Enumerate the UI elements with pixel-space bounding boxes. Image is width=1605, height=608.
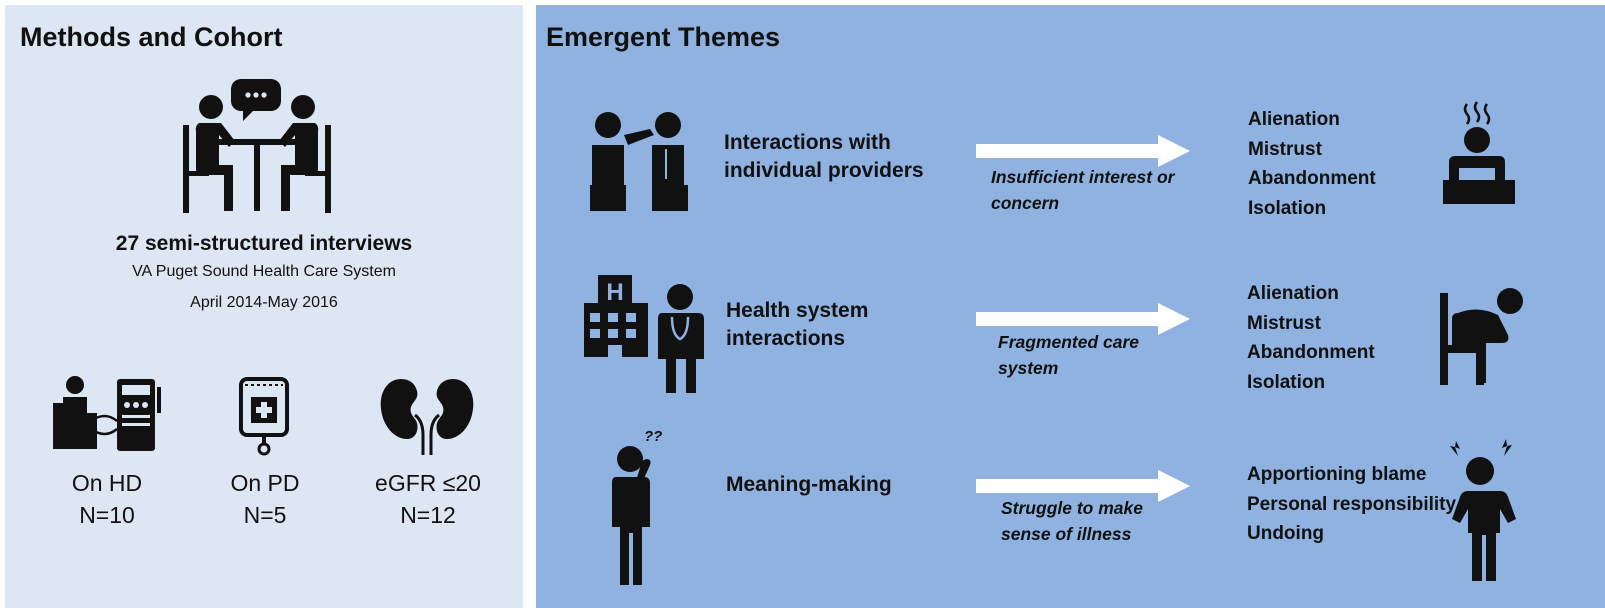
interviews-count: 27 semi-structured interviews: [115, 232, 413, 255]
theme-2-arrow: [976, 303, 1190, 335]
theme-3-outcomes: Apportioning blame Personal responsibili…: [1247, 460, 1456, 549]
hospital-doctor-icon: H: [584, 275, 704, 393]
outcome-item: Alienation: [1247, 283, 1339, 304]
hemodialysis-icon: [53, 376, 161, 451]
outcome-item: Undoing: [1247, 523, 1325, 544]
outcome-item: Alienation: [1248, 109, 1340, 130]
outcome-item: Personal responsibility: [1247, 493, 1457, 515]
group-egfr: eGFR ≤20 N=12: [353, 467, 503, 531]
outcome-item: Apportioning blame: [1247, 464, 1427, 485]
outcome-item: Abandonment: [1248, 168, 1376, 189]
group-egfr-label: eGFR ≤20: [375, 470, 481, 496]
theme-2-label: Health system interactions: [726, 299, 869, 350]
study-period: April 2014-May 2016: [190, 294, 338, 311]
outcome-item: Mistrust: [1247, 312, 1321, 334]
theme-1-label: Interactions with individual providers: [724, 131, 924, 182]
site-name: VA Puget Sound Health Care System: [132, 263, 396, 280]
outcome-item: Mistrust: [1248, 138, 1322, 160]
themes-title: Emergent Themes: [546, 22, 781, 52]
outcome-item: Isolation: [1248, 197, 1327, 219]
dialysis-bag-icon: [239, 377, 289, 456]
head-in-hands-icon: [1440, 288, 1523, 385]
theme-1-caption: Insufficient interest or concern: [991, 167, 1175, 213]
group-hd-n: N=10: [79, 502, 135, 528]
outcome-item: Abandonment: [1247, 342, 1375, 363]
outcome-item: Isolation: [1247, 371, 1326, 393]
theme-1-arrow: [976, 135, 1190, 167]
patient-provider-icon: [590, 112, 688, 211]
methods-title: Methods and Cohort: [20, 22, 283, 52]
group-hd-label: On HD: [71, 470, 143, 496]
group-pd-label: On PD: [230, 470, 300, 496]
dejected-person-icon: [1443, 101, 1515, 204]
group-egfr-n: N=12: [400, 502, 456, 528]
theme-2-outcomes: Alienation Mistrust Abandonment Isolatio…: [1247, 279, 1375, 397]
group-pd: On PD N=5: [195, 467, 335, 531]
group-hd: On HD N=10: [37, 467, 177, 531]
svg-text:H: H: [606, 279, 623, 306]
theme-1-outcomes: Alienation Mistrust Abandonment Isolatio…: [1248, 105, 1376, 223]
frustrated-person-icon: [1450, 439, 1516, 581]
theme-3-caption: Struggle to make sense of illness: [1001, 498, 1143, 544]
interview-icon: [183, 79, 331, 213]
methods-panel: Methods and Cohort 27 semi-structured in…: [5, 5, 523, 608]
svg-text:??: ??: [644, 428, 662, 445]
theme-3-arrow: [976, 470, 1190, 502]
group-pd-n: N=5: [243, 502, 287, 528]
theme-2-caption: Fragmented care system: [998, 332, 1140, 378]
kidneys-icon: [380, 379, 474, 455]
theme-3-label: Meaning-making: [726, 473, 892, 496]
confused-person-icon: ??: [612, 428, 662, 585]
themes-panel: Emergent Themes Interactions with indivi…: [536, 5, 1605, 608]
